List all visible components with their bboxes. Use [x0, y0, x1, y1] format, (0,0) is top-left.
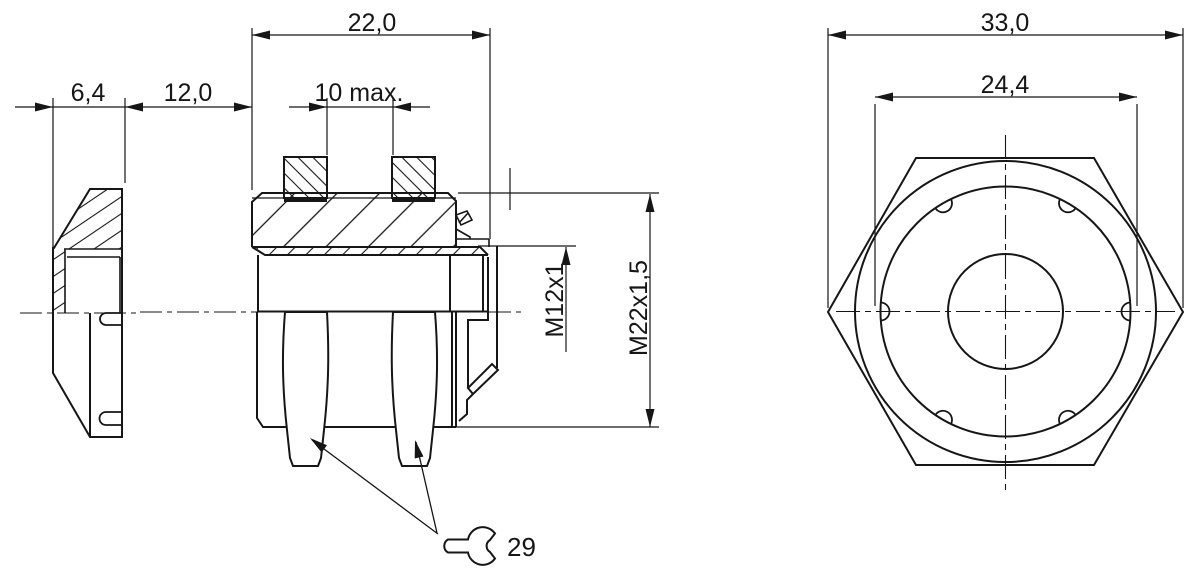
dim-inner-thread-label: M12x1: [541, 262, 569, 337]
connector-outline: [467, 246, 498, 388]
seal-lip-hatch: [54, 189, 122, 249]
nut-prong-left: [281, 311, 330, 467]
connector-latch: [466, 362, 500, 396]
seal-outline: [52, 188, 123, 438]
dim-body-length-label: 22,0: [348, 9, 397, 37]
face-circle: [879, 185, 1132, 438]
lug-left-gasket: [284, 197, 327, 202]
side-view-seal: [20, 188, 136, 438]
seal-slot-lower: [98, 411, 122, 426]
dim-seal-offset-label: 12,0: [164, 79, 213, 107]
bore-circle: [947, 253, 1064, 370]
seal-inner-edges: [64, 248, 122, 313]
face-nubs: [880, 198, 1131, 425]
lug-left: [283, 156, 328, 199]
wrench-size-label: 29: [507, 532, 536, 562]
wrench-callout: 29: [310, 438, 536, 566]
wrench-icon: [443, 526, 497, 566]
dim-outer-thread-label: M22x1,5: [625, 260, 653, 356]
thread-runout-detail: [454, 210, 490, 247]
sleeve-outline: [256, 312, 457, 428]
extension-lines-left: [52, 28, 511, 247]
extension-lines-hex: [827, 28, 1184, 308]
dim-hex-width-label: 33,0: [981, 9, 1030, 37]
flange-outline: [251, 192, 489, 256]
dim-face-diameter-label: 24,4: [981, 71, 1030, 99]
seal-strip-hatch: [53, 249, 65, 313]
hex-outline: [826, 157, 1185, 466]
lug-right-gasket: [392, 197, 435, 202]
flange-strip-hatch: [252, 247, 487, 255]
wrench-leader-arrow-left: [310, 438, 327, 453]
flange-circle: [854, 160, 1157, 463]
dimension-arrowheads: [35, 30, 1183, 427]
dim-seal-thickness-label: 6,4: [71, 79, 106, 107]
extension-lines-threads: [456, 192, 659, 428]
connector-foot: [458, 393, 474, 422]
wrench-leader-arrow-right: [414, 440, 424, 459]
lug-right: [391, 156, 436, 199]
flange-hatch: [252, 193, 456, 247]
seal-slot-upper: [99, 312, 122, 326]
dim-clamp-range-label: 10 max.: [315, 79, 404, 107]
dimension-lines: [15, 28, 1184, 428]
nut-prong-right: [390, 311, 439, 467]
front-view-hex: [826, 135, 1185, 491]
section-view: [140, 156, 521, 467]
body-cylinder: [257, 255, 451, 311]
